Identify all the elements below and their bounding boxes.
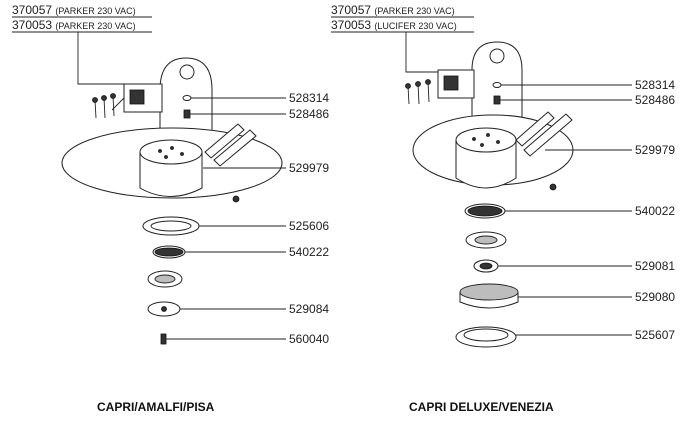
right-part-label: 529979 bbox=[635, 143, 675, 157]
left-part-529084-center bbox=[161, 306, 167, 312]
left-part-560040 bbox=[160, 333, 167, 345]
left-top-knob bbox=[179, 64, 195, 80]
right-fitting-1 bbox=[515, 111, 555, 147]
left-hole bbox=[158, 149, 162, 153]
right-solenoid-core bbox=[443, 75, 459, 91]
left-cylinder-top bbox=[139, 139, 203, 165]
left-solenoid-core bbox=[129, 89, 145, 105]
left-part-label: 528486 bbox=[289, 107, 329, 121]
right-part-529081-inner bbox=[479, 262, 493, 270]
left-cylinder-body bbox=[139, 152, 203, 197]
right-top-knob bbox=[489, 48, 505, 64]
right-hole bbox=[486, 133, 490, 137]
right-caption: CAPRI DELUXE/VENEZIA bbox=[409, 400, 554, 414]
right-side-screw bbox=[549, 183, 557, 191]
left-assembly: 370057 (PARKER 230 VAC) 370053 (PARKER 2… bbox=[12, 3, 329, 414]
left-disk-screen-inner bbox=[154, 274, 176, 284]
right-fitting-2 bbox=[523, 113, 573, 157]
left-screw-head bbox=[92, 97, 98, 103]
right-screw bbox=[407, 85, 410, 105]
right-hole bbox=[496, 140, 500, 144]
left-group-head-plate bbox=[159, 57, 213, 150]
left-part-528314 bbox=[182, 95, 192, 101]
right-part-540022-inner bbox=[467, 205, 503, 217]
left-side-screw bbox=[232, 195, 240, 203]
right-part-label: 525607 bbox=[635, 328, 675, 342]
right-cylinder-top bbox=[455, 127, 517, 153]
right-screw bbox=[427, 81, 430, 103]
left-screw bbox=[103, 97, 106, 119]
left-header-line-1: 370057 (PARKER 230 VAC) bbox=[12, 3, 136, 17]
left-fitting-2 bbox=[213, 129, 257, 167]
left-screw-head bbox=[101, 95, 107, 101]
right-screw-head bbox=[405, 83, 411, 89]
right-part-529080 bbox=[459, 283, 519, 301]
left-screw bbox=[112, 95, 115, 117]
right-part-525607-inner bbox=[463, 328, 509, 342]
left-part-528486 bbox=[183, 109, 191, 119]
right-header-line-1: 370057 (PARKER 230 VAC) bbox=[331, 3, 455, 17]
left-part-label: 528314 bbox=[289, 91, 329, 105]
left-part-label: 560040 bbox=[289, 332, 329, 346]
right-part-label: 528314 bbox=[635, 78, 675, 92]
left-part-540222-inner bbox=[154, 247, 184, 257]
right-screw-head bbox=[425, 79, 431, 85]
left-part-label: 540222 bbox=[289, 245, 329, 259]
left-screw-head bbox=[110, 93, 116, 99]
left-part-label: 529084 bbox=[289, 302, 329, 316]
left-part-label: 525606 bbox=[289, 219, 329, 233]
right-header-line-2: 370053 (LUCIFER 230 VAC) bbox=[331, 18, 457, 32]
right-assembly: 370057 (PARKER 230 VAC) 370053 (LUCIFER … bbox=[331, 3, 675, 414]
left-part-label: 529979 bbox=[289, 161, 329, 175]
left-fitting-1 bbox=[204, 123, 245, 159]
right-part-label: 540022 bbox=[635, 204, 675, 218]
right-part-label: 529080 bbox=[635, 290, 675, 304]
left-hole bbox=[170, 146, 174, 150]
right-part-528314 bbox=[492, 82, 502, 88]
left-screw bbox=[94, 99, 97, 119]
right-part-label: 528486 bbox=[635, 93, 675, 107]
left-header-line-2: 370053 (PARKER 230 VAC) bbox=[12, 18, 136, 32]
right-part-528486 bbox=[493, 95, 501, 105]
left-header-leader bbox=[77, 32, 126, 85]
left-caption: CAPRI/AMALFI/PISA bbox=[97, 400, 215, 414]
left-hole bbox=[164, 155, 168, 159]
right-part-label: 529081 bbox=[635, 259, 675, 273]
right-hole bbox=[480, 143, 484, 147]
right-screw-head bbox=[415, 81, 421, 87]
right-cylinder-body bbox=[455, 140, 517, 189]
right-screw bbox=[417, 83, 420, 105]
right-hole bbox=[472, 137, 476, 141]
left-part-525606-inner bbox=[150, 220, 192, 232]
right-disk-inner bbox=[474, 235, 498, 245]
right-header-leader bbox=[405, 32, 438, 73]
left-hole bbox=[180, 152, 184, 156]
